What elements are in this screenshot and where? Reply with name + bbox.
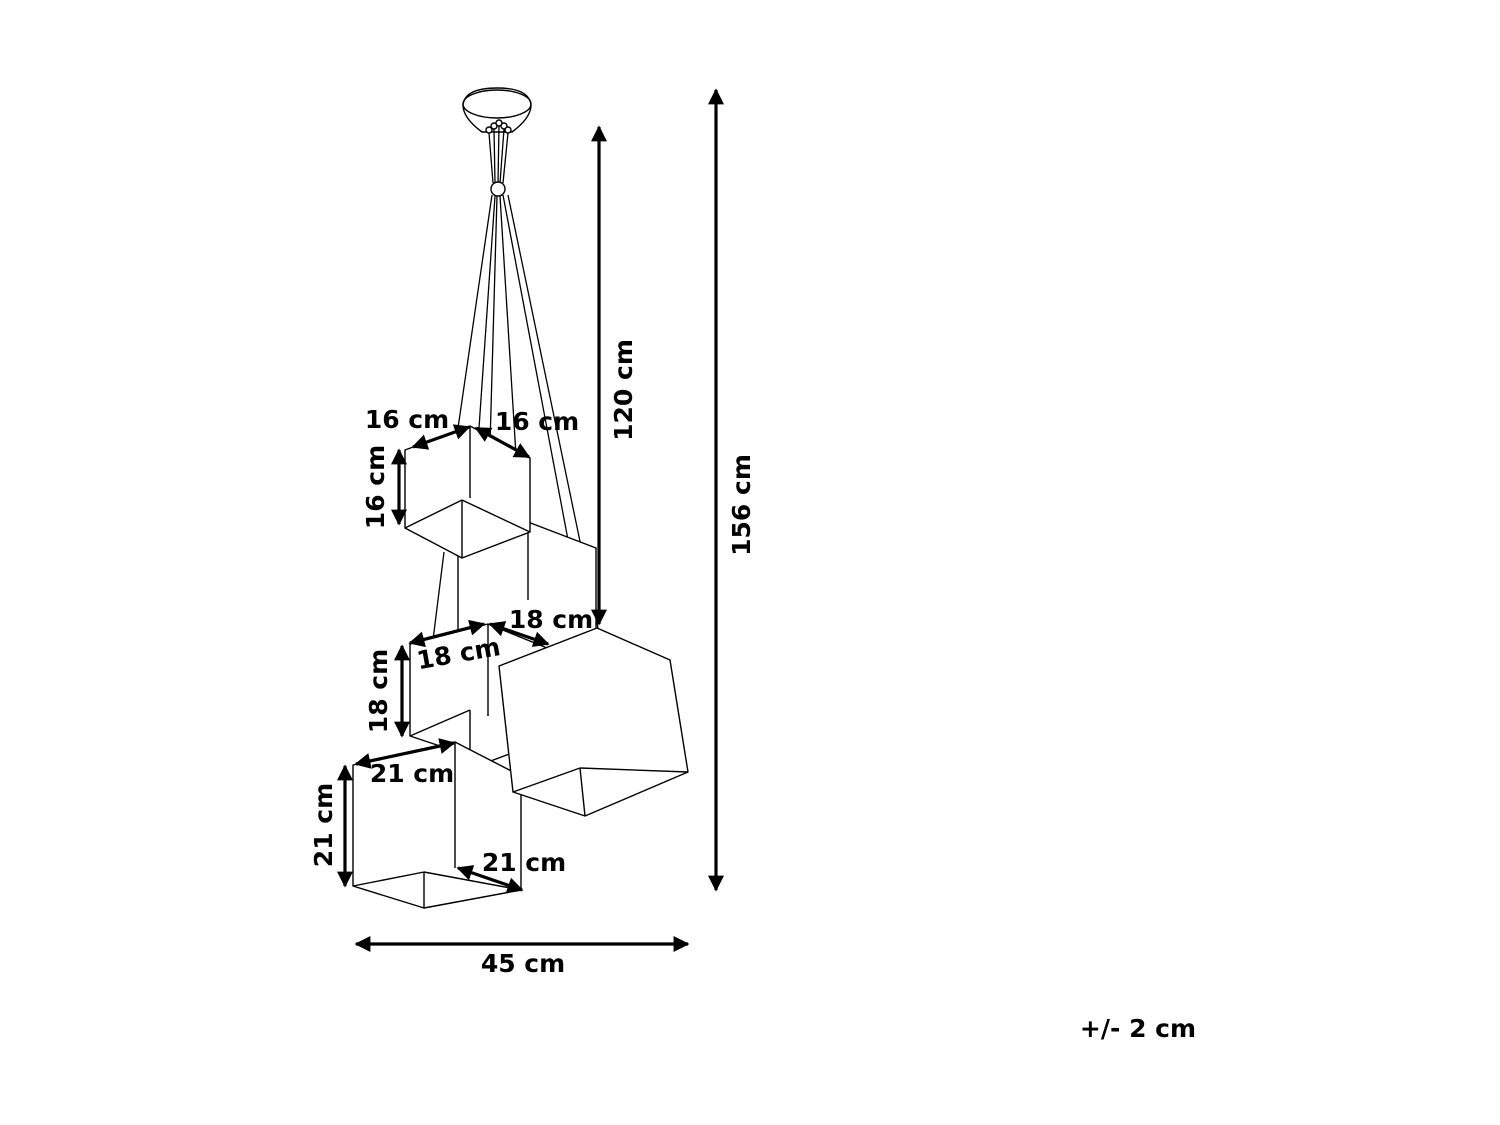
- medium-width-arrow: [408, 619, 486, 648]
- small-width-arrow: [411, 424, 471, 450]
- overall-width-label: 45 cm: [481, 949, 565, 978]
- overall-height-label: 156 cm: [727, 454, 756, 556]
- tilted-shade: [498, 627, 689, 817]
- ceiling-canopy: [462, 87, 532, 134]
- large-depth-arrow: [456, 865, 524, 893]
- medium-height-label: 18 cm: [364, 649, 393, 733]
- cord-length-label: 120 cm: [609, 339, 638, 441]
- tolerance-note: +/- 2 cm: [1080, 1014, 1196, 1043]
- dimension-arrows: [337, 88, 724, 952]
- small-width-label: 16 cm: [365, 405, 449, 434]
- large-depth-label: 21 cm: [482, 848, 566, 877]
- small-height-label: 16 cm: [361, 445, 390, 529]
- upper-cords: [488, 125, 509, 184]
- small-depth-arrow: [474, 426, 531, 459]
- large-width-arrow: [354, 738, 456, 769]
- large-height-label: 21 cm: [309, 783, 338, 867]
- medium-depth-arrow: [488, 621, 550, 647]
- small-depth-label: 16 cm: [495, 407, 579, 436]
- medium-depth-label: 18 cm: [509, 605, 593, 634]
- cord-junction: [490, 181, 506, 197]
- dimension-labels: 156 cm 120 cm 45 cm 16 cm 16 cm 16 cm 18…: [309, 339, 756, 978]
- large-width-label: 21 cm: [370, 759, 454, 788]
